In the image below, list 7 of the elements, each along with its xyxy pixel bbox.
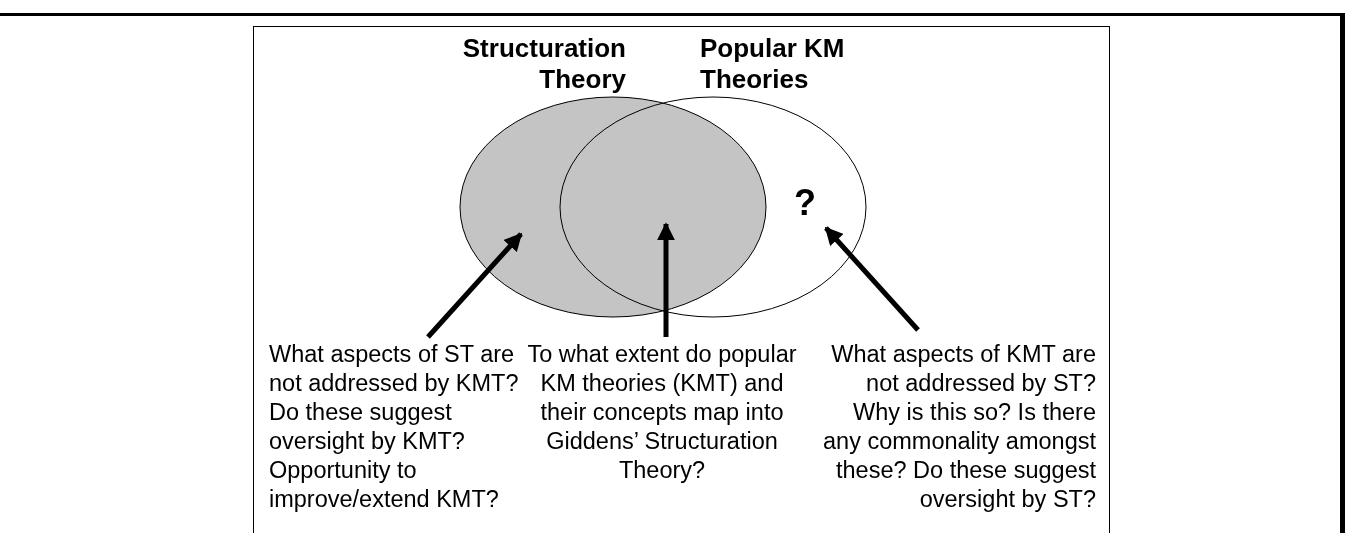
arrow — [824, 226, 920, 332]
question-text: To what extent do popular KM theories (KMT) and their concepts map into Giddens’ Structuration Theory? — [527, 340, 797, 485]
circle-heading: Structuration Theory — [461, 33, 626, 95]
question-mark: ? — [794, 183, 816, 223]
arrow — [426, 232, 523, 339]
question-text: What aspects of KMT are not addressed by ST? Why is this so? Is there any commonality amongst these? Do these suggest oversight by ST? — [815, 340, 1096, 514]
circle-heading: Popular KM Theories — [700, 33, 846, 95]
